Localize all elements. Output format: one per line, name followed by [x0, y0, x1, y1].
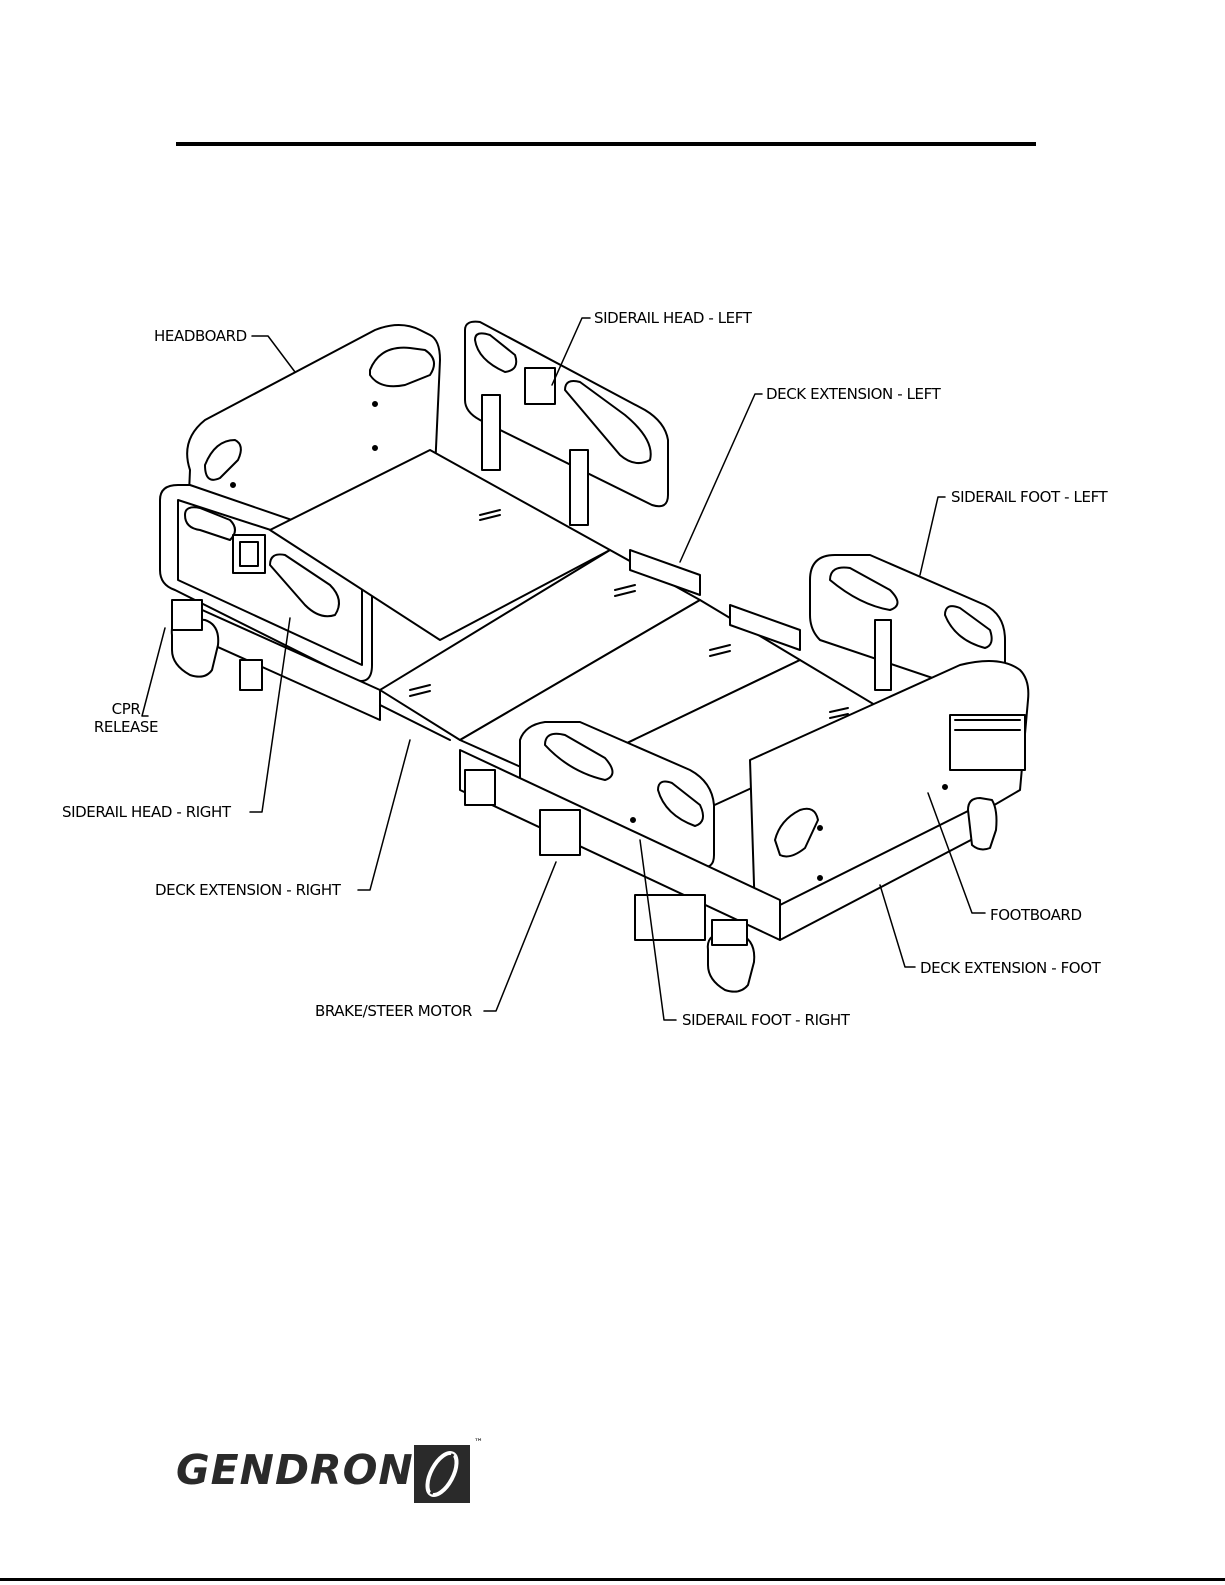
logo-wordmark: GENDRON: [176, 1446, 414, 1494]
label-cpr-release-line1: CPR: [88, 700, 164, 718]
label-brake-steer-motor: BRAKE/STEER MOTOR: [315, 1002, 472, 1020]
label-cpr-release: CPR RELEASE: [88, 700, 164, 736]
label-deck-extension-right: DECK EXTENSION - RIGHT: [155, 881, 341, 899]
label-cpr-release-line2: RELEASE: [88, 718, 164, 736]
label-deck-extension-left: DECK EXTENSION - LEFT: [766, 385, 940, 403]
label-deck-extension-foot: DECK EXTENSION - FOOT: [920, 959, 1100, 977]
label-siderail-head-left: SIDERAIL HEAD - LEFT: [594, 309, 751, 327]
footer-rule: [0, 1578, 1225, 1581]
label-siderail-head-right: SIDERAIL HEAD - RIGHT: [62, 803, 231, 821]
hospital-bed-diagram: [0, 0, 1225, 1100]
logo-trademark: ™: [474, 1438, 483, 1448]
label-footboard: FOOTBOARD: [990, 906, 1082, 924]
label-headboard: HEADBOARD: [154, 327, 247, 345]
label-siderail-foot-left: SIDERAIL FOOT - LEFT: [951, 488, 1107, 506]
label-siderail-foot-right: SIDERAIL FOOT - RIGHT: [682, 1011, 849, 1029]
logo-mark-icon: [413, 1444, 471, 1504]
